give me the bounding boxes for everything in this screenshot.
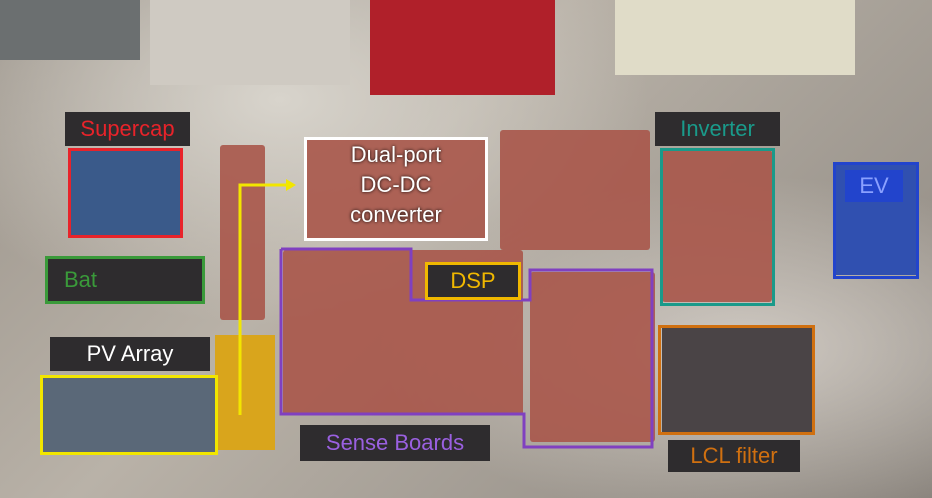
- arrow-head: [286, 179, 296, 191]
- lcl-inductors: [662, 328, 812, 432]
- sense-boards-label: Sense Boards: [300, 425, 490, 461]
- multimeter: [215, 335, 275, 450]
- inverter-board: [662, 150, 772, 302]
- pv-to-converter-arrow: [238, 183, 288, 415]
- dcdc-box: [304, 137, 488, 241]
- ev-label: EV: [845, 170, 903, 202]
- bat-label: Bat: [45, 256, 205, 304]
- multimeter-rack: [615, 0, 855, 75]
- supercap-box: [68, 148, 183, 238]
- dcdc-label-line1: Dual-port: [350, 142, 442, 167]
- center-board: [500, 130, 650, 250]
- dcdc-label-line3: converter: [350, 202, 442, 227]
- dcdc-board: [305, 138, 487, 240]
- dcdc-label-line2: DC-DC: [360, 172, 432, 197]
- supercap-label: Supercap: [65, 112, 190, 146]
- dsp-label: DSP: [425, 262, 521, 300]
- lcl-label: LCL filter: [668, 440, 800, 472]
- oscilloscope: [0, 0, 140, 60]
- dsp-board: [220, 145, 265, 320]
- dcdc-label: Dual-port DC-DC converter: [306, 140, 486, 230]
- inverter-label: Inverter: [655, 112, 780, 146]
- red-power-supply: [370, 0, 555, 95]
- power-supply: [150, 0, 350, 85]
- sense-board-right: [530, 272, 655, 442]
- inverter-box: [660, 148, 775, 306]
- pv-panels: [43, 378, 215, 452]
- lcl-box: [658, 325, 815, 435]
- ev-box: [833, 162, 919, 279]
- pv-box: [40, 375, 218, 455]
- pv-label: PV Array: [50, 337, 210, 371]
- sense-boards-outline: [279, 247, 654, 449]
- supercap-bank: [70, 150, 180, 236]
